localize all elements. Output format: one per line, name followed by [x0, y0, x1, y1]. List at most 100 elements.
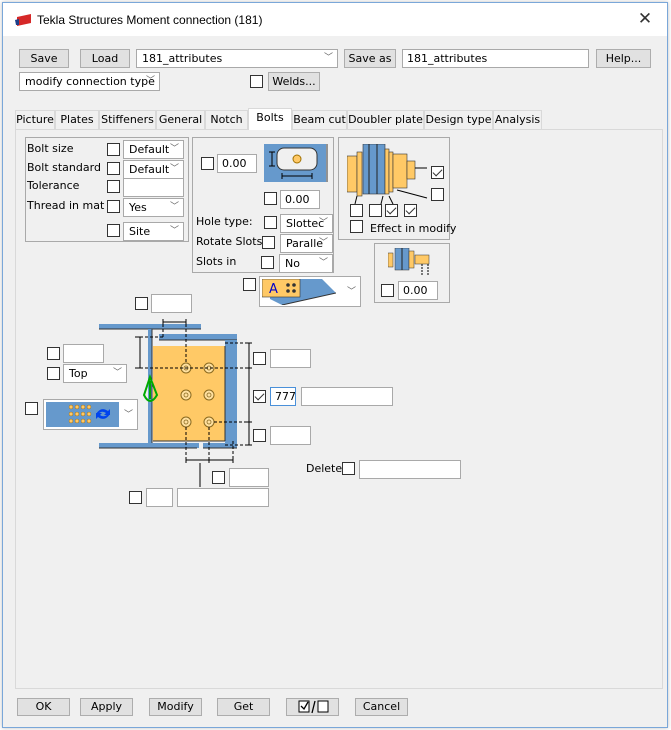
- chevron-down-icon: ﹀: [123, 410, 133, 420]
- rotate-slots-select[interactable]: Paralle﹀: [280, 234, 333, 253]
- welds-button[interactable]: Welds...: [268, 72, 320, 91]
- tab-plates[interactable]: Plates: [55, 110, 99, 129]
- svg-text:A: A: [269, 282, 278, 297]
- delete-checkbox[interactable]: [342, 462, 355, 475]
- ref-position-select[interactable]: Top﹀: [63, 364, 127, 383]
- thread-in-mat-value: Yes: [129, 201, 147, 214]
- bolt-spacing-input[interactable]: [301, 387, 393, 406]
- chevron-down-icon: ﹀: [145, 76, 155, 86]
- bottom-small-input[interactable]: [229, 468, 269, 487]
- rotate-slots-value: Paralle: [286, 237, 324, 250]
- bolt-properties-group: [25, 137, 189, 242]
- bolt-count-checkbox[interactable]: [253, 390, 266, 403]
- mode-select-value: modify connection type: [25, 75, 155, 88]
- slot-x-input[interactable]: 0.00: [217, 154, 257, 173]
- bottom-left-checkbox[interactable]: [129, 491, 142, 504]
- load-button[interactable]: Load: [80, 49, 130, 68]
- bolt-pattern-select[interactable]: ﹀: [43, 399, 138, 430]
- chevron-down-icon: ﹀: [346, 287, 356, 297]
- get-button[interactable]: Get: [217, 698, 270, 716]
- washer-1-checkbox[interactable]: [350, 204, 363, 217]
- washer-2-checkbox[interactable]: [369, 204, 382, 217]
- attributes-select[interactable]: 181_attributes ﹀: [136, 49, 338, 68]
- bolt-pattern-checkbox[interactable]: [25, 402, 38, 415]
- right-bottom-checkbox[interactable]: [253, 429, 266, 442]
- bolt-orientation-select[interactable]: A ﹀: [259, 276, 361, 307]
- nut-checkbox[interactable]: [431, 166, 444, 179]
- top-edge-checkbox[interactable]: [135, 297, 148, 310]
- tolerance-input[interactable]: [123, 178, 184, 197]
- slot-group: [192, 137, 334, 273]
- slot-x-checkbox[interactable]: [201, 157, 214, 170]
- tab-picture[interactable]: Picture: [15, 110, 55, 129]
- slots-in-label: Slots in: [196, 255, 237, 268]
- help-button[interactable]: Help...: [596, 49, 651, 68]
- thread-in-mat-select[interactable]: Yes﹀: [123, 198, 184, 217]
- right-top-input[interactable]: [270, 349, 311, 368]
- chevron-down-icon: ﹀: [318, 258, 328, 268]
- tab-beam-cut[interactable]: Beam cut: [292, 110, 347, 129]
- tab-general[interactable]: General: [156, 110, 205, 129]
- bolt-size-select[interactable]: Default﹀: [123, 140, 184, 159]
- left-offset-input[interactable]: [63, 344, 104, 363]
- orientation-checkbox[interactable]: [243, 278, 256, 291]
- apply-button[interactable]: Apply: [80, 698, 133, 716]
- tab-analysis[interactable]: Analysis: [493, 110, 542, 129]
- bolt-count-input[interactable]: 777: [270, 387, 296, 406]
- washer-4-checkbox[interactable]: [404, 204, 417, 217]
- close-button[interactable]: ✕: [635, 9, 655, 29]
- tolerance-checkbox[interactable]: [107, 180, 120, 193]
- bolt-standard-select[interactable]: Default﹀: [123, 160, 184, 179]
- chevron-down-icon: ﹀: [318, 238, 328, 248]
- bolt-extra-length-icon: [388, 248, 430, 276]
- right-bottom-input[interactable]: [270, 426, 311, 445]
- slots-in-checkbox[interactable]: [261, 256, 274, 269]
- tab-design-type[interactable]: Design type: [424, 110, 493, 129]
- bolt-size-value: Default: [129, 143, 170, 156]
- mode-select[interactable]: modify connection type ﹀: [19, 72, 160, 91]
- ok-button[interactable]: OK: [17, 698, 70, 716]
- leader-line: [199, 463, 201, 487]
- slot-y-checkbox[interactable]: [264, 192, 277, 205]
- welds-checkbox[interactable]: [250, 75, 263, 88]
- second-nut-checkbox[interactable]: [431, 188, 444, 201]
- thread-in-mat-checkbox[interactable]: [107, 200, 120, 213]
- modify-button[interactable]: Modify: [149, 698, 202, 716]
- save-as-input[interactable]: 181_attributes: [402, 49, 589, 68]
- washer-3-checkbox[interactable]: [385, 204, 398, 217]
- bolt-standard-checkbox[interactable]: [107, 162, 120, 175]
- save-as-button[interactable]: Save as: [344, 49, 396, 68]
- slot-y-input[interactable]: 0.00: [280, 190, 320, 209]
- slots-in-select[interactable]: No﹀: [279, 254, 333, 273]
- right-top-checkbox[interactable]: [253, 352, 266, 365]
- left-offset-checkbox[interactable]: [47, 347, 60, 360]
- rotate-slots-checkbox[interactable]: [262, 236, 275, 249]
- tab-notch[interactable]: Notch: [205, 110, 248, 129]
- hole-type-checkbox[interactable]: [264, 216, 277, 229]
- chevron-down-icon: ﹀: [169, 144, 179, 154]
- tab-stiffeners[interactable]: Stiffeners: [99, 110, 156, 129]
- extra-length-checkbox[interactable]: [381, 284, 394, 297]
- check-uncheck-icon: [298, 700, 328, 714]
- save-button[interactable]: Save: [19, 49, 69, 68]
- tab-doubler-plate[interactable]: Doubler plate: [347, 110, 424, 129]
- effect-in-modify-checkbox[interactable]: [350, 220, 363, 233]
- bolt-size-checkbox[interactable]: [107, 143, 120, 156]
- site-value: Site: [129, 225, 151, 238]
- delete-input[interactable]: [359, 460, 461, 479]
- bottom-small-checkbox[interactable]: [212, 471, 225, 484]
- hole-type-select[interactable]: Slottec﹀: [280, 214, 333, 233]
- toggle-all-checkboxes-button[interactable]: [286, 698, 339, 716]
- cancel-button[interactable]: Cancel: [355, 698, 408, 716]
- ref-position-checkbox[interactable]: [47, 367, 60, 380]
- top-edge-input[interactable]: [151, 294, 192, 313]
- bolt-standard-label: Bolt standard: [27, 161, 101, 174]
- site-checkbox[interactable]: [107, 224, 120, 237]
- site-workshop-select[interactable]: Site﹀: [123, 222, 184, 241]
- tab-bolts[interactable]: Bolts: [248, 108, 292, 130]
- bottom-left-input[interactable]: [146, 488, 173, 507]
- bolt-assembly-icon: [347, 144, 428, 204]
- window-title: Tekla Structures Moment connection (181): [37, 13, 263, 27]
- extra-length-input[interactable]: 0.00: [398, 281, 438, 300]
- bottom-long-input[interactable]: [177, 488, 269, 507]
